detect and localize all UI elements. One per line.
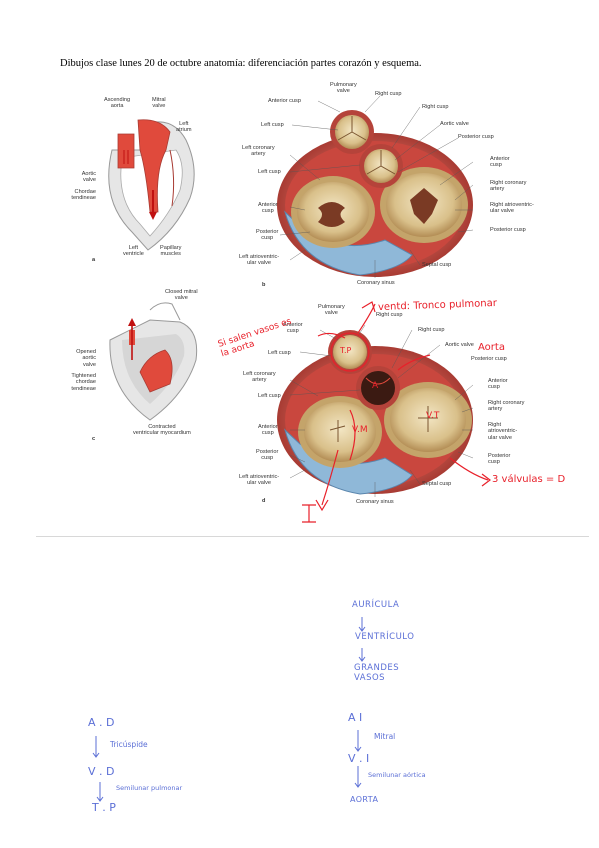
label-anterior-cusp-left: Anterior cusp	[258, 202, 278, 215]
note-grandes-vasos: GRANDES VASOS	[354, 663, 400, 683]
annotation-tres-valvulas: 3 válvulas = D	[492, 474, 566, 485]
annotation-vt: V.T	[426, 411, 440, 421]
label-d-left-coronary-artery: Left coronary artery	[243, 371, 276, 384]
annotation-aorta: Aorta	[478, 342, 505, 353]
figure-c-heart-systole	[109, 302, 198, 421]
note-ad: A . D	[88, 716, 115, 729]
panel-a-letter: a	[92, 257, 96, 263]
label-d-right-cusp-2: Right cusp	[418, 327, 445, 333]
label-d-left-cusp-top: Left cusp	[268, 350, 291, 356]
figure-d-heart-valves-annotated	[277, 301, 491, 523]
label-d-left-av-valve: Left atrioventric- ular valve	[239, 474, 280, 487]
note-aorta: AORTA	[350, 795, 379, 804]
label-posterior-cusp-right: Posterior cusp	[490, 227, 526, 233]
note-ventriculo: VENTRÍCULO	[355, 632, 415, 642]
label-left-cusp-2: Left cusp	[258, 169, 281, 175]
note-semilunar-pulmonar: Semilunar pulmonar	[116, 784, 183, 792]
note-ai: A I	[348, 711, 363, 724]
label-d-anterior-cusp-left: Anterior cusp	[258, 424, 278, 437]
note-tricuspide: Tricúspide	[110, 740, 148, 749]
figure-b-heart-valves-superior	[277, 95, 474, 278]
label-d-posterior-cusp-left: Posterior cusp	[256, 449, 279, 462]
label-left-ventricle: Left ventricle	[123, 245, 144, 258]
label-posterior-cusp-top: Posterior cusp	[458, 134, 494, 140]
label-mitral-valve: Mitral valve	[152, 97, 166, 110]
label-pulmonary-valve: Pulmonary valve	[330, 82, 357, 95]
label-right-coronary-artery: Right coronary artery	[490, 180, 527, 193]
label-coronary-sinus: Coronary sinus	[357, 280, 395, 286]
annotation-vm: V.M	[352, 425, 368, 435]
label-aortic-valve: Aortic valve	[81, 171, 96, 184]
label-d-aortic-valve: Aortic valve	[445, 342, 474, 348]
label-anterior-cusp-right: Anterior cusp	[490, 156, 510, 169]
section-divider	[36, 536, 589, 537]
label-d-posterior-cusp-right: Posterior cusp	[488, 453, 511, 466]
label-d-septal-cusp: Septal cusp	[422, 481, 452, 487]
panel-d-letter: d	[262, 498, 266, 504]
label-aortic-valve: Aortic valve	[440, 121, 469, 127]
label-left-atrium: Left atrium	[176, 121, 192, 134]
label-d-posterior-cusp-top: Posterior cusp	[471, 356, 507, 362]
label-opened-aortic-valve: Opened aortic valve	[76, 349, 96, 368]
label-d-anterior-cusp-right: Anterior cusp	[488, 378, 508, 391]
page-title: Dibujos clase lunes 20 de octubre anatom…	[60, 58, 422, 69]
label-d-right-cusp-top: Right cusp	[376, 312, 403, 318]
label-d-right-av-valve: Right atrioventric- ular valve	[488, 422, 518, 441]
note-vd: V . D	[88, 765, 115, 778]
note-vi: V . I	[348, 752, 370, 765]
label-closed-mitral-valve: Closed mitral valve	[165, 289, 198, 302]
label-left-cusp-top: Left cusp	[261, 122, 284, 128]
note-mitral: Mitral	[374, 732, 396, 741]
notes-arrows	[92, 617, 366, 802]
label-right-av-valve: Right atrioventric- ular valve	[490, 202, 534, 215]
panel-c-letter: c	[92, 436, 96, 442]
label-chordae-tendineae: Chordae tendineae	[71, 189, 96, 202]
label-tightened-chordae: Tightened chordae tendineae	[71, 373, 96, 392]
label-papillary-muscles: Papillary muscles	[160, 245, 182, 258]
label-left-coronary-artery: Left coronary artery	[242, 145, 275, 158]
label-contracted-myocardium: Contracted ventricular myocardium	[133, 424, 191, 437]
label-d-pulmonary-valve: Pulmonary valve	[318, 304, 345, 317]
label-left-av-valve: Left atrioventric- ular valve	[239, 254, 280, 267]
figure-a-heart-diastole	[108, 119, 195, 251]
label-right-cusp-top: Right cusp	[375, 91, 402, 97]
note-semilunar-aortica: Semilunar aórtica	[368, 771, 426, 779]
label-ascending-aorta: Ascending aorta	[104, 97, 131, 110]
label-d-right-coronary-artery: Right coronary artery	[488, 400, 525, 413]
annotation-tp: T.P	[340, 346, 352, 355]
label-anterior-cusp-top: Anterior cusp	[268, 98, 301, 104]
note-tp: T . P	[92, 801, 116, 814]
label-d-anterior-cusp-top: Anterior cusp	[283, 322, 303, 335]
annotation-a: A	[372, 381, 379, 391]
label-d-coronary-sinus: Coronary sinus	[356, 499, 394, 505]
note-auricula: AURÍCULA	[352, 600, 400, 610]
label-septal-cusp: Septal cusp	[422, 262, 452, 268]
label-right-cusp-2: Right cusp	[422, 104, 449, 110]
panel-b-letter: b	[262, 282, 266, 288]
label-d-left-cusp-2: Left cusp	[258, 393, 281, 399]
label-posterior-cusp-left: Posterior cusp	[256, 229, 279, 242]
